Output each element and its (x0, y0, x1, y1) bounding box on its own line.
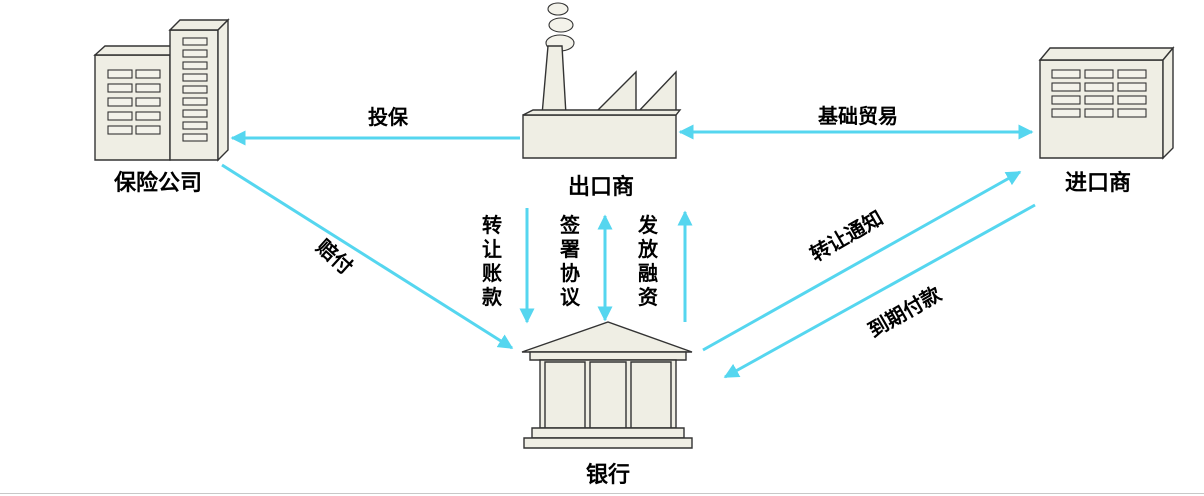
window (107, 111, 133, 121)
window (107, 69, 133, 79)
compensate-arrow (221, 163, 514, 350)
window (1117, 82, 1147, 92)
exporter-label: 出口商 (568, 174, 634, 200)
bottom-border (0, 493, 1204, 494)
window (135, 83, 161, 93)
issue-financing-label: 发 放 融 资 (637, 213, 659, 309)
window (182, 121, 208, 130)
svg-text:议: 议 (560, 285, 581, 309)
maturity-payment-label: 到期付款 (864, 281, 946, 342)
window (182, 85, 208, 94)
trade-label: 基础贸易 (818, 104, 898, 128)
bank-label: 银行 (586, 462, 630, 488)
svg-text:发: 发 (637, 213, 659, 237)
window (135, 125, 161, 135)
window (1051, 95, 1081, 105)
exporter-factory-icon (522, 2, 682, 159)
insurance-company-label: 保险公司 (113, 170, 202, 196)
svg-text:让: 让 (482, 237, 502, 261)
sign-agreement-label: 签 署 协 议 (559, 213, 581, 309)
svg-text:转: 转 (482, 213, 502, 237)
window (182, 109, 208, 118)
window (1117, 95, 1147, 105)
svg-text:款: 款 (482, 285, 503, 309)
window (135, 111, 161, 121)
window (1051, 108, 1081, 118)
transfer-notice-arrow (702, 170, 1022, 352)
importer-building-icon (1038, 46, 1175, 160)
transfer-account-label: 转 让 账 款 (482, 213, 503, 309)
insure-label: 投保 (368, 105, 409, 129)
window (1117, 69, 1147, 79)
window (1051, 82, 1081, 92)
window (182, 37, 208, 46)
window (1084, 69, 1114, 79)
window (107, 125, 133, 135)
svg-text:署: 署 (560, 237, 580, 261)
window (1084, 82, 1114, 92)
window (182, 73, 208, 82)
window (135, 69, 161, 79)
svg-text:账: 账 (482, 261, 502, 285)
svg-text:协: 协 (560, 261, 580, 285)
svg-text:融: 融 (638, 261, 658, 285)
window (182, 49, 208, 58)
window (135, 97, 161, 107)
window (107, 83, 133, 93)
window (1084, 95, 1114, 105)
window (1084, 108, 1114, 118)
bank-building-icon (521, 321, 693, 449)
window (1117, 108, 1147, 118)
window (107, 97, 133, 107)
insurance-company-building-icon (93, 18, 230, 162)
maturity-payment-arrow (723, 203, 1036, 379)
window (1051, 69, 1081, 79)
compensate-label: 赔付 (312, 234, 358, 279)
window (182, 61, 208, 70)
transfer-notice-label: 转让通知 (806, 206, 887, 267)
svg-text:签: 签 (559, 213, 581, 237)
window (182, 97, 208, 106)
svg-text:资: 资 (638, 285, 658, 309)
window (182, 133, 208, 142)
svg-text:放: 放 (637, 237, 659, 261)
importer-label: 进口商 (1065, 170, 1131, 196)
